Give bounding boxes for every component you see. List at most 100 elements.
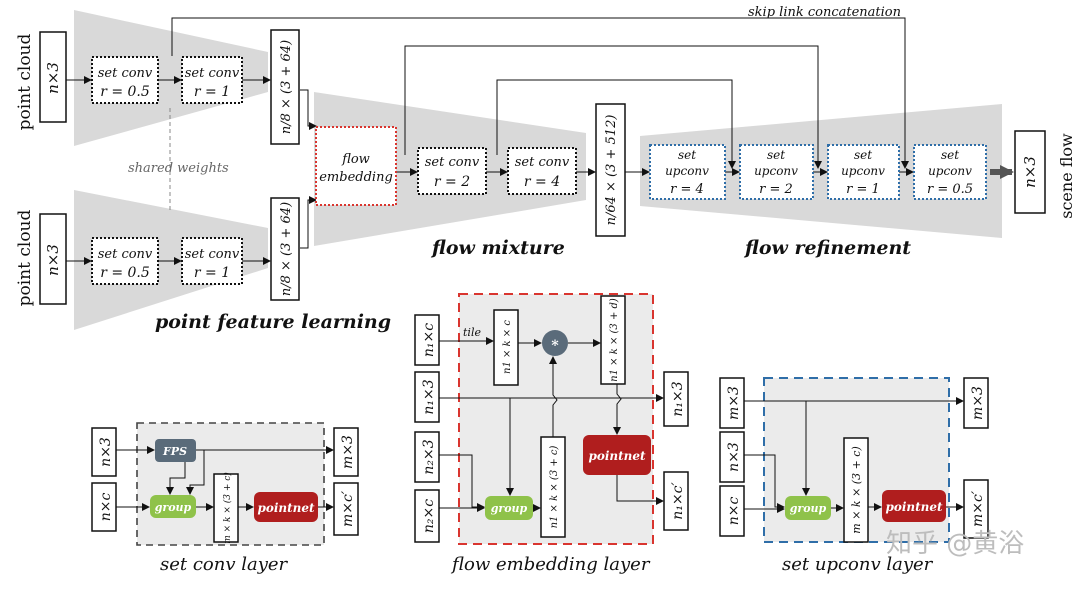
fe-star-op [542,330,568,356]
su-pointnet-block [882,490,946,522]
set-conv-box-6 [507,147,577,195]
su-out2-box [963,479,989,539]
sc-out2: m×c′ [340,490,356,527]
set-conv-box-4 [181,237,243,285]
set-upconv-box-2 [739,144,814,200]
sc-out1-box [333,427,359,477]
flow-embedding-box [315,126,397,206]
fe-pointnet-block [583,435,651,475]
set-conv-3-label: set conv [98,247,153,262]
title-flow-refinement: flow refinement [743,237,911,259]
sc-group-block [150,495,196,518]
fe-pointnet-label: pointnet [588,449,646,463]
skip-link-label: skip link concatenation [748,5,901,20]
up3-a: set [854,148,872,162]
sc-in1: n×3 [98,437,114,467]
set-conv-box-1 [91,56,159,104]
set-conv-6-label: set conv [515,155,570,170]
su-mid: m × k × (3 + c) [850,446,863,533]
set-conv-6-radius: r = 4 [524,174,560,190]
fe-in3: n₂×3 [421,439,437,474]
title-point-feature-learning: point feature learning [155,311,391,333]
set-conv-layer-title: set conv layer [160,554,289,575]
fe-concat-box [600,295,626,385]
sc-in2-box [91,482,117,532]
flow-embedding-label-a: flow [341,152,370,167]
sc-group-label: group [155,501,192,514]
fe-star: * [551,338,559,354]
set-upconv-box-1 [649,144,726,200]
up4-b: upconv [928,164,972,178]
sc-in1-box [91,427,117,477]
sc-arrows [116,446,334,511]
skip-links [171,17,906,166]
input-label-2: point cloud [15,210,35,307]
su-group-block [785,496,831,520]
up1-c: r = 4 [670,182,704,197]
fe-tile-label: tile [463,326,481,339]
sc-in2: n×c [98,493,114,522]
set-upconv-box-4 [913,144,987,200]
set-conv-box-5 [417,147,487,195]
set-conv-1-label: set conv [98,66,153,81]
sc-pointnet-label: pointnet [257,501,315,515]
set-conv-3-radius: r = 0.5 [100,265,150,281]
set-conv-box-2 [181,56,243,104]
su-in2-box [719,431,745,483]
up1-b: upconv [665,164,709,178]
input-label-1: point cloud [15,34,35,131]
up2-a: set [767,148,785,162]
su-in1: m×3 [726,386,742,420]
set-conv-1-radius: r = 0.5 [100,84,150,100]
set-conv-2-radius: r = 1 [194,84,230,100]
up4-a: set [941,148,959,162]
su-in3: n×c [726,497,742,526]
fps-label: FPS [162,445,187,458]
input-shape-2: n×3 [44,244,62,276]
fe-group-block [485,496,533,520]
sc-out1: m×3 [340,435,356,469]
su-in3-box [719,485,745,537]
fe-in3-box [414,431,440,483]
set-upconv-box-3 [827,144,900,200]
su-arrows [744,397,964,513]
up3-c: r = 1 [846,182,880,197]
up3-b: upconv [841,164,885,178]
flow-embedding-layer-title: flow embedding layer [450,554,651,575]
set-conv-5-label: set conv [425,155,480,170]
up4-c: r = 0.5 [927,182,973,197]
encoder-trapezoid-bottom [74,190,268,330]
top-arrows [66,76,914,265]
sc-out2-box [333,482,359,536]
input-shape-1: n×3 [44,62,62,94]
up2-c: r = 2 [759,182,793,197]
feature-box-2 [270,197,300,301]
fe-in1-box [414,314,440,366]
set-conv-4-label: set conv [185,247,240,262]
su-mid-box [843,437,869,543]
su-out1-box [963,377,989,429]
skip-arrowheads [728,158,909,169]
su-in1-box [719,377,745,429]
fe-grouped: n1 × k × (3 + c) [549,445,560,528]
set-conv-5-radius: r = 2 [434,174,470,190]
sc-mid: m × k × (3 + c) [222,472,233,544]
flow-embedding-label-b: embedding [319,170,393,185]
up1-a: set [678,148,696,162]
su-in2: n×3 [726,442,742,472]
feature-box-1 [270,29,300,145]
set-upconv-layer-title: set upconv layer [782,554,934,575]
su-out1: m×3 [970,386,986,420]
fe-tiled: n1 × k × c [502,320,513,374]
feature-box-2-label: n/8 × (3 + 64) [279,202,294,296]
mid-feature-box [595,103,626,237]
input-box-1 [39,31,67,123]
sc-pointnet-block [254,492,318,522]
fe-out1-box [663,371,689,427]
output-shape: n×3 [1021,156,1039,188]
fe-tiled-box [493,309,519,386]
title-flow-mixture: flow mixture [430,237,565,259]
fe-in4-box [414,489,440,543]
fe-in2: n₁×3 [421,379,437,414]
